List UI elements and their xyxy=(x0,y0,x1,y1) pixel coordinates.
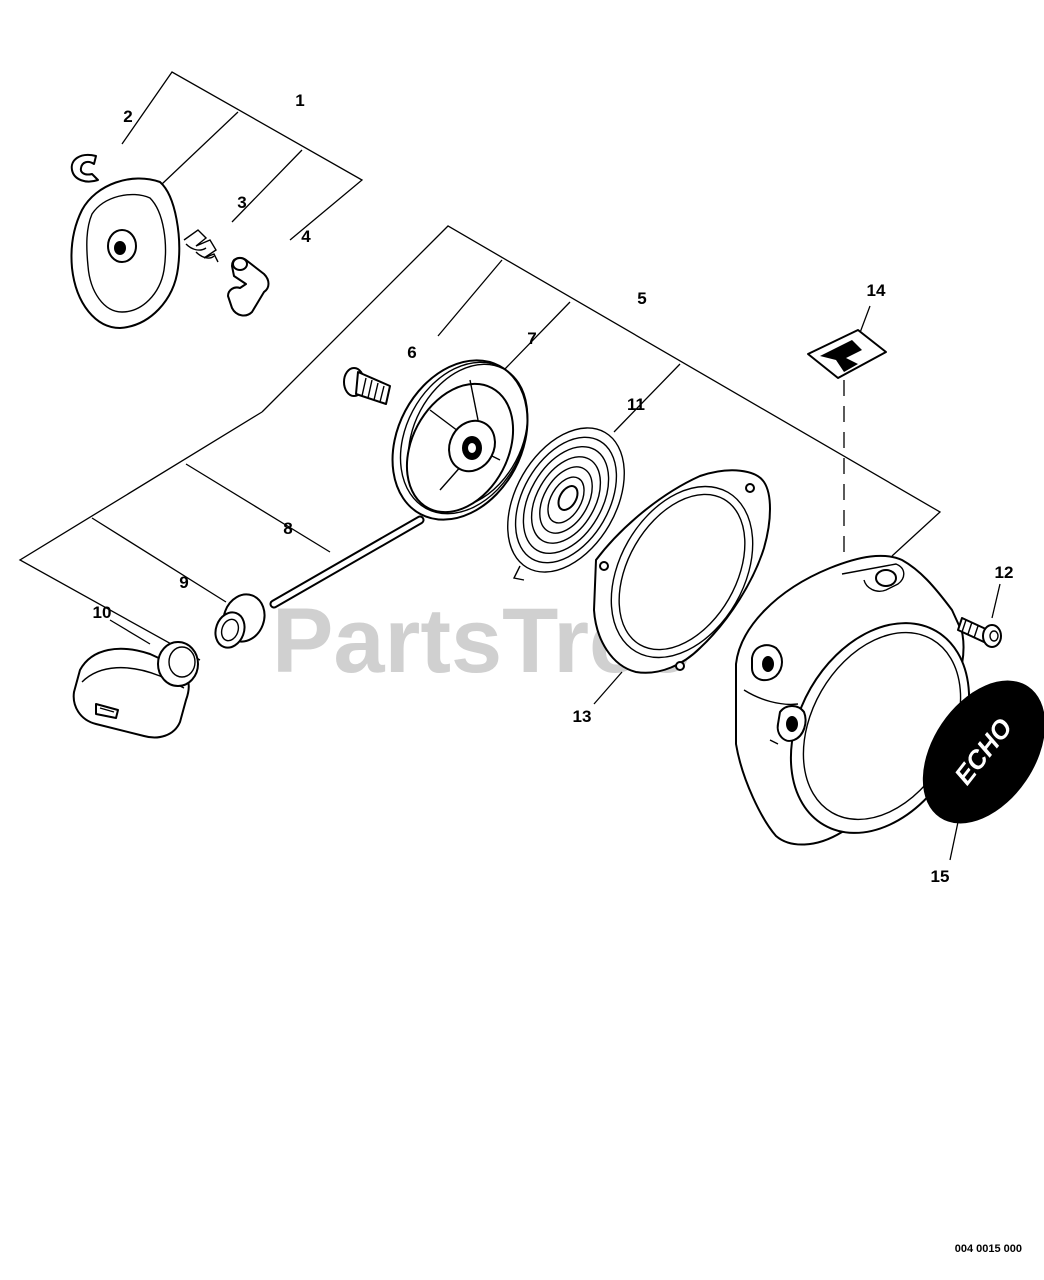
callout-3: 3 xyxy=(237,193,246,212)
rope-guide-part xyxy=(214,593,266,649)
callout-4: 4 xyxy=(301,227,311,246)
echo-emblem-part: ECHO xyxy=(922,680,1044,824)
callout-2: 2 xyxy=(123,107,132,126)
recoil-pulley-part xyxy=(391,359,529,521)
pulley-cover-part xyxy=(70,177,181,329)
callout-13: 13 xyxy=(573,707,592,726)
diagram-code: 004 0015 000 xyxy=(955,1243,1022,1255)
callout-11: 11 xyxy=(627,395,645,414)
leader-lines xyxy=(18,71,1001,861)
callout-5: 5 xyxy=(637,289,646,308)
callout-labels: 1 2 3 4 5 6 7 8 9 10 11 12 13 14 15 xyxy=(93,91,1014,886)
callout-14: 14 xyxy=(867,281,886,300)
callout-12: 12 xyxy=(995,563,1014,582)
housing-bolt-part xyxy=(957,617,1002,648)
screw-part xyxy=(343,367,391,405)
starter-rope-part xyxy=(269,515,425,609)
callout-7: 7 xyxy=(527,329,536,348)
pawl-part xyxy=(227,257,270,317)
callout-10: 10 xyxy=(93,603,112,622)
callout-1: 1 xyxy=(295,91,304,110)
recoil-spring-part xyxy=(507,427,625,581)
pawl-spring-part xyxy=(183,229,219,263)
callout-6: 6 xyxy=(407,343,416,362)
callout-15: 15 xyxy=(931,867,950,886)
callout-9: 9 xyxy=(179,573,188,592)
gasket-part xyxy=(593,469,771,674)
e-ring-part xyxy=(70,154,99,183)
warning-label-part xyxy=(807,329,887,379)
starter-handle-part xyxy=(72,641,199,739)
callout-8: 8 xyxy=(283,519,292,538)
